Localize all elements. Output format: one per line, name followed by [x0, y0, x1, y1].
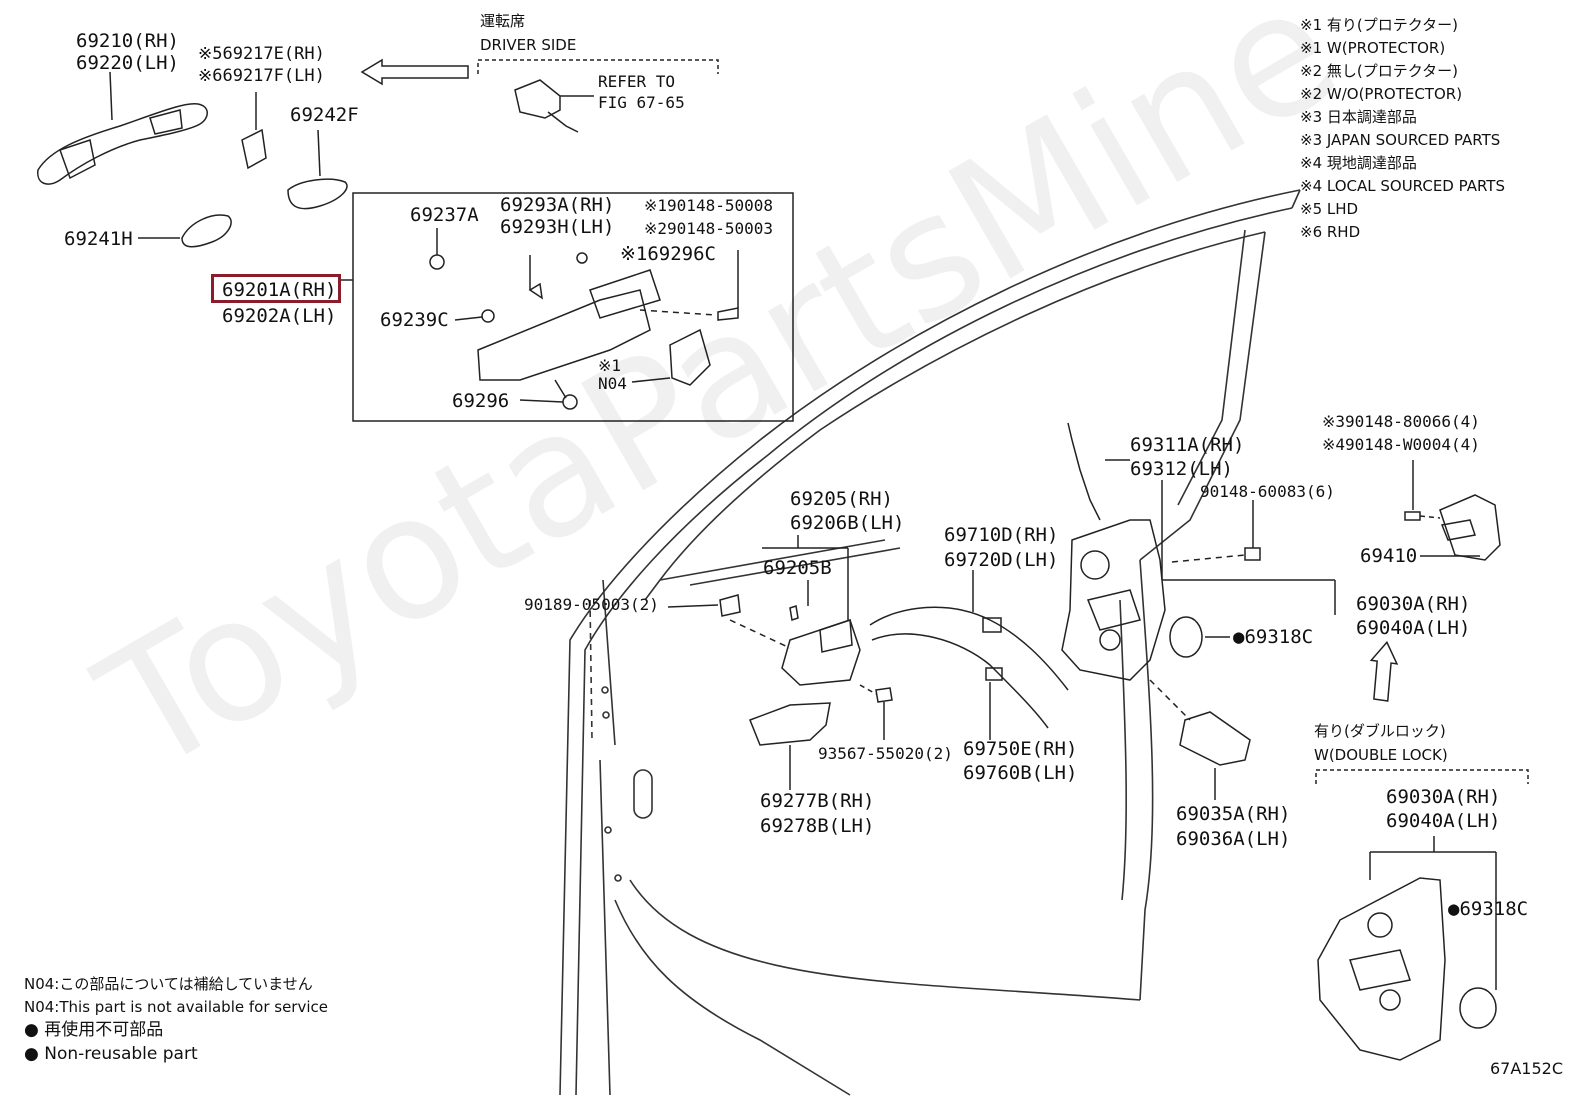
selected-part-highlight — [211, 274, 341, 303]
label-69205b[interactable]: 69205B — [763, 557, 832, 579]
legend-item: ※3 日本調達部品 — [1300, 108, 1417, 126]
legend-item: ※5 LHD — [1300, 200, 1359, 218]
striker-drawing — [1404, 460, 1501, 561]
label-n04: N04 — [598, 374, 627, 393]
label-69217e[interactable]: ※569217E(RH) — [198, 44, 325, 64]
driver-side-arrow — [360, 58, 719, 86]
legend-item: ※4 現地調達部品 — [1300, 154, 1417, 172]
footnote-nonreusable-jp: ● 再使用不可部品 — [24, 1020, 164, 1040]
refer-to-line1: REFER TO — [598, 72, 676, 91]
label-90148-50008[interactable]: ※190148-50008 — [644, 196, 773, 215]
label-69410[interactable]: 69410 — [1360, 545, 1418, 567]
refer-to-line2[interactable]: FIG 67-65 — [598, 93, 685, 112]
double-lock-jp: 有り(ダブルロック) — [1314, 722, 1446, 740]
label-69239c[interactable]: 69239C — [380, 309, 449, 331]
double-lock-en: W(DOUBLE LOCK) — [1314, 746, 1448, 764]
label-n04-mark: ※1 — [598, 356, 622, 375]
label-69296c[interactable]: ※169296C — [620, 243, 716, 265]
label-69030a-top[interactable]: 69030A(RH) — [1356, 593, 1471, 615]
label-69296[interactable]: 69296 — [452, 390, 510, 412]
label-69040a-top[interactable]: 69040A(LH) — [1356, 617, 1471, 639]
gaskets-drawing — [138, 129, 348, 248]
legend-item: ※4 LOCAL SOURCED PARTS — [1300, 177, 1505, 195]
legend: ※1 有り(プロテクター) ※1 W(PROTECTOR) ※2 無し(プロテク… — [1300, 16, 1505, 241]
double-lock-arrow — [1315, 640, 1529, 784]
label-69241h[interactable]: 69241H — [64, 228, 133, 250]
lock-cylinder-drawing — [514, 79, 594, 133]
footnote-n04-en: N04:This part is not available for servi… — [24, 998, 328, 1016]
label-69242f[interactable]: 69242F — [290, 104, 359, 126]
label-93567-55020[interactable]: 93567-55020(2) — [818, 744, 953, 763]
label-69220[interactable]: 69220(LH) — [76, 52, 179, 74]
outside-handle-drawing — [37, 71, 208, 185]
handle-cover-drawing — [749, 702, 831, 790]
label-69030a-bottom[interactable]: 69030A(RH) — [1386, 786, 1501, 808]
double-lock-drawing — [1317, 836, 1497, 1061]
label-69040a-bottom[interactable]: 69040A(LH) — [1386, 810, 1501, 832]
label-69277b[interactable]: 69277B(RH) — [760, 790, 875, 812]
legend-item: ※2 無し(プロテクター) — [1300, 62, 1458, 80]
label-69760b[interactable]: 69760B(LH) — [963, 762, 1078, 784]
legend-item: ※1 有り(プロテクター) — [1300, 16, 1458, 34]
footnote-nonreusable-en: ● Non-reusable part — [24, 1044, 198, 1064]
legend-item: ※2 W/O(PROTECTOR) — [1300, 85, 1463, 103]
label-69201a[interactable]: 69201A(RH) — [222, 279, 337, 301]
label-69293h[interactable]: 69293H(LH) — [500, 216, 615, 238]
label-69036a[interactable]: 69036A(LH) — [1176, 828, 1291, 850]
label-69237a[interactable]: 69237A — [410, 204, 479, 226]
label-90189-05003[interactable]: 90189-05003(2) — [524, 595, 659, 614]
label-69750e[interactable]: 69750E(RH) — [963, 738, 1078, 760]
label-69206b[interactable]: 69206B(LH) — [790, 512, 905, 534]
label-69318c-top[interactable]: ●69318C — [1233, 626, 1314, 648]
label-90148-w0004[interactable]: ※490148-W0004(4) — [1322, 435, 1480, 454]
label-69205[interactable]: 69205(RH) — [790, 488, 893, 510]
label-90148-80066[interactable]: ※390148-80066(4) — [1322, 412, 1480, 431]
label-69035a[interactable]: 69035A(RH) — [1176, 803, 1291, 825]
label-69217f[interactable]: ※669217F(LH) — [198, 66, 325, 86]
label-90148-50003[interactable]: ※290148-50003 — [644, 219, 773, 238]
figure-id: 67A152C — [1490, 1059, 1564, 1078]
label-69278b[interactable]: 69278B(LH) — [760, 815, 875, 837]
label-69710d[interactable]: 69710D(RH) — [944, 524, 1059, 546]
footnote-n04-jp: N04:この部品については補給していません — [24, 975, 313, 993]
label-69318c-bottom[interactable]: ●69318C — [1448, 898, 1529, 920]
label-69293a[interactable]: 69293A(RH) — [500, 194, 615, 216]
inside-handle-drawing — [667, 535, 893, 740]
handle-frame-box — [341, 192, 794, 422]
driver-side-en: DRIVER SIDE — [480, 36, 577, 54]
legend-item: ※1 W(PROTECTOR) — [1300, 39, 1446, 57]
label-69210[interactable]: 69210(RH) — [76, 30, 179, 52]
legend-item: ※3 JAPAN SOURCED PARTS — [1300, 131, 1501, 149]
door-lock-drawing — [1061, 422, 1336, 800]
label-69311a[interactable]: 69311A(RH) — [1130, 434, 1245, 456]
label-90148-60083[interactable]: 90148-60083(6) — [1200, 482, 1335, 501]
label-69202a[interactable]: 69202A(LH) — [222, 305, 337, 327]
label-69720d[interactable]: 69720D(LH) — [944, 549, 1059, 571]
legend-item: ※6 RHD — [1300, 223, 1361, 241]
cables-drawing — [869, 570, 1069, 740]
driver-side-jp: 運転席 — [480, 12, 526, 30]
door-frame — [559, 189, 1301, 1096]
label-69312[interactable]: 69312(LH) — [1130, 458, 1233, 480]
handle-cap-drawing — [241, 92, 267, 170]
